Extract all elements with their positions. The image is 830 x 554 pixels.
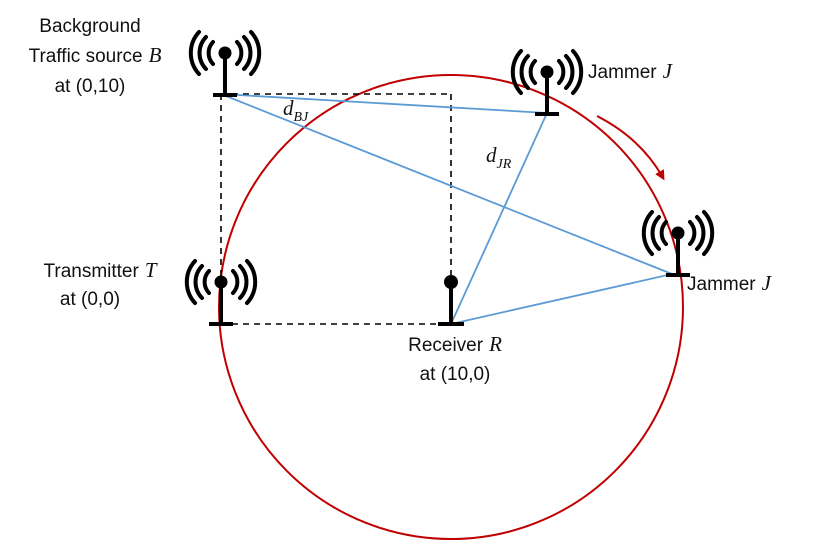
background-coords: at (0,10) [55,76,126,97]
background-label-line1: Background [39,16,140,37]
receiver-antenna-icon [438,275,464,326]
receiver-coords: at (10,0) [420,364,491,385]
signal-links [220,93,673,325]
distance-bj-label: dBJ [283,96,309,125]
link-b-jtop [220,93,548,114]
distance-jr-label: dJR [486,143,512,172]
link-jright-r [450,273,673,325]
curved-arrow-icon [596,115,665,181]
radio-tower-icon [188,30,262,97]
link-b-jright [220,93,673,275]
link-jtop-r [450,112,548,325]
radio-tower-icon [641,210,715,277]
radio-tower-icon [510,49,584,116]
transmitter-coords: at (0,0) [60,289,120,310]
